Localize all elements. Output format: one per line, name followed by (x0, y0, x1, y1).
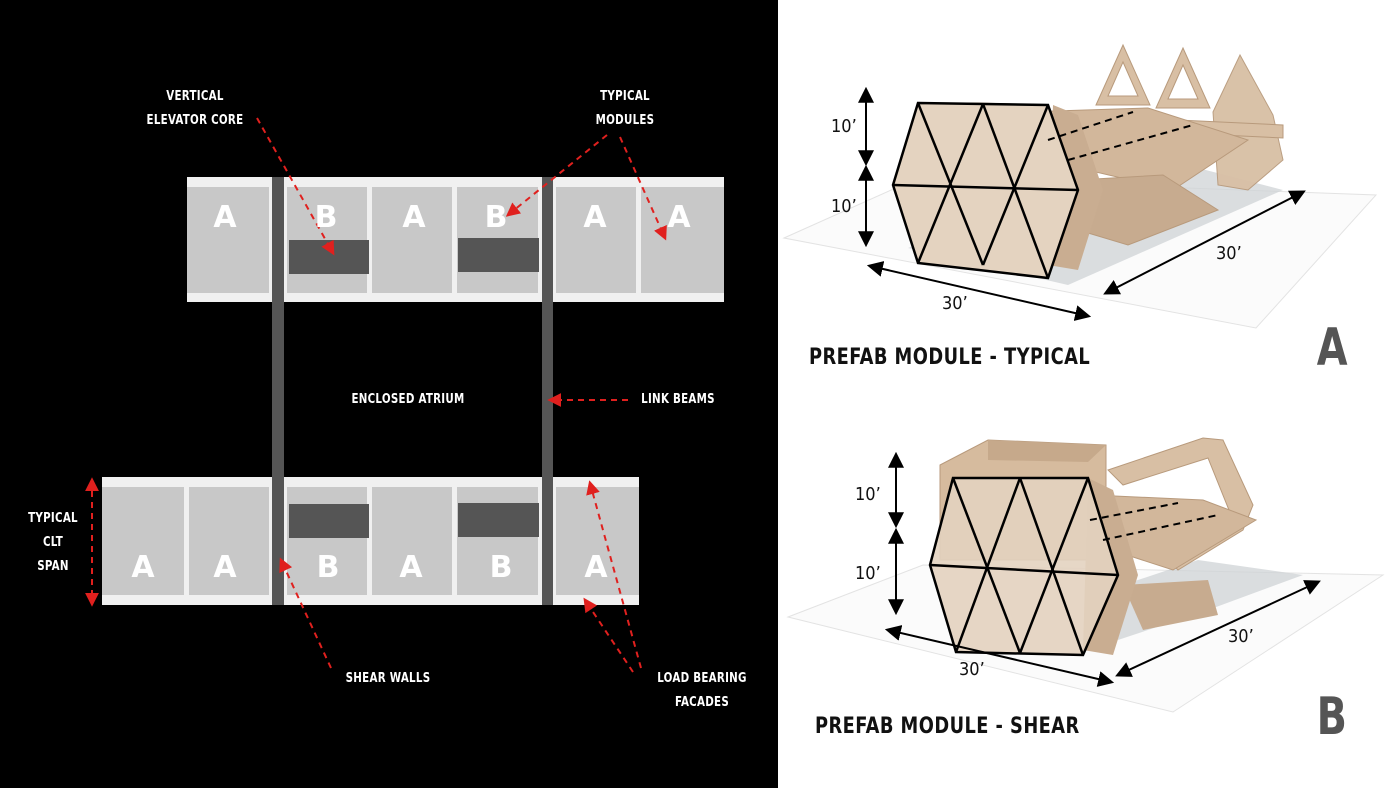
module-b-render (786, 437, 1385, 713)
dim-a-lower-height: 10’ (831, 196, 857, 217)
module-letter: A (583, 200, 607, 235)
module-a-title: PREFAB MODULE - TYPICAL (809, 345, 1091, 370)
dim-b-lower-height: 10’ (855, 563, 881, 584)
dim-a-upper-height: 10’ (831, 116, 857, 137)
annotation-arrows (85, 117, 667, 673)
elevator-core-block (289, 504, 369, 538)
module-letter: B (484, 200, 508, 235)
shear-wall-right (542, 177, 553, 605)
module-letter: A (402, 200, 426, 235)
module-letter: A (213, 550, 237, 585)
module-letter: A (584, 550, 608, 585)
label-enclosed-atrium: ENCLOSED ATRIUM (351, 392, 465, 407)
module-a-letter: A (1316, 318, 1348, 378)
dim-a-front-width: 30’ (942, 293, 968, 314)
module-letter: A (213, 200, 237, 235)
module-letter: A (667, 200, 691, 235)
label-typical-modules: TYPICAL MODULES (595, 89, 655, 128)
bottom-building-wing (102, 477, 639, 605)
label-shear-walls: SHEAR WALLS (345, 671, 431, 686)
module-a-render (782, 43, 1378, 329)
module-letter: A (131, 550, 155, 585)
label-load-bearing-facades: LOAD BEARING FACADES (657, 671, 747, 710)
elevator-core-block (458, 503, 539, 537)
dim-b-side-depth: 30’ (1228, 626, 1254, 647)
module-b-letter: B (1316, 687, 1347, 747)
module-letter: A (399, 550, 423, 585)
plan-graphics (85, 117, 724, 673)
dim-b-upper-height: 10’ (855, 484, 881, 505)
module-a-triangle-grid (891, 101, 1080, 280)
dim-b-front-width: 30’ (959, 659, 985, 680)
label-typical-clt-span: TYPICAL CLT SPAN (28, 511, 78, 574)
shear-wall-left (272, 177, 284, 605)
top-building-wing (187, 177, 724, 302)
label-link-beams: LINK BEAMS (641, 392, 715, 407)
elevator-core-block (458, 238, 539, 272)
label-vertical-elevator-core: VERTICAL ELEVATOR CORE (146, 89, 244, 128)
module-letter: B (316, 550, 340, 585)
module-render-graphics (782, 43, 1385, 713)
module-letter: B (314, 200, 338, 235)
module-renders-panel: 10’ 10’ 30’ 30’ PREFAB MODULE - TYPICAL … (778, 0, 1400, 788)
dim-a-side-depth: 30’ (1216, 243, 1242, 264)
floor-plan-diagram: A B A B A A A A B A B A VERTICAL ELEVATO… (0, 0, 778, 788)
module-b-title: PREFAB MODULE - SHEAR (815, 714, 1080, 739)
module-letter: B (489, 550, 513, 585)
